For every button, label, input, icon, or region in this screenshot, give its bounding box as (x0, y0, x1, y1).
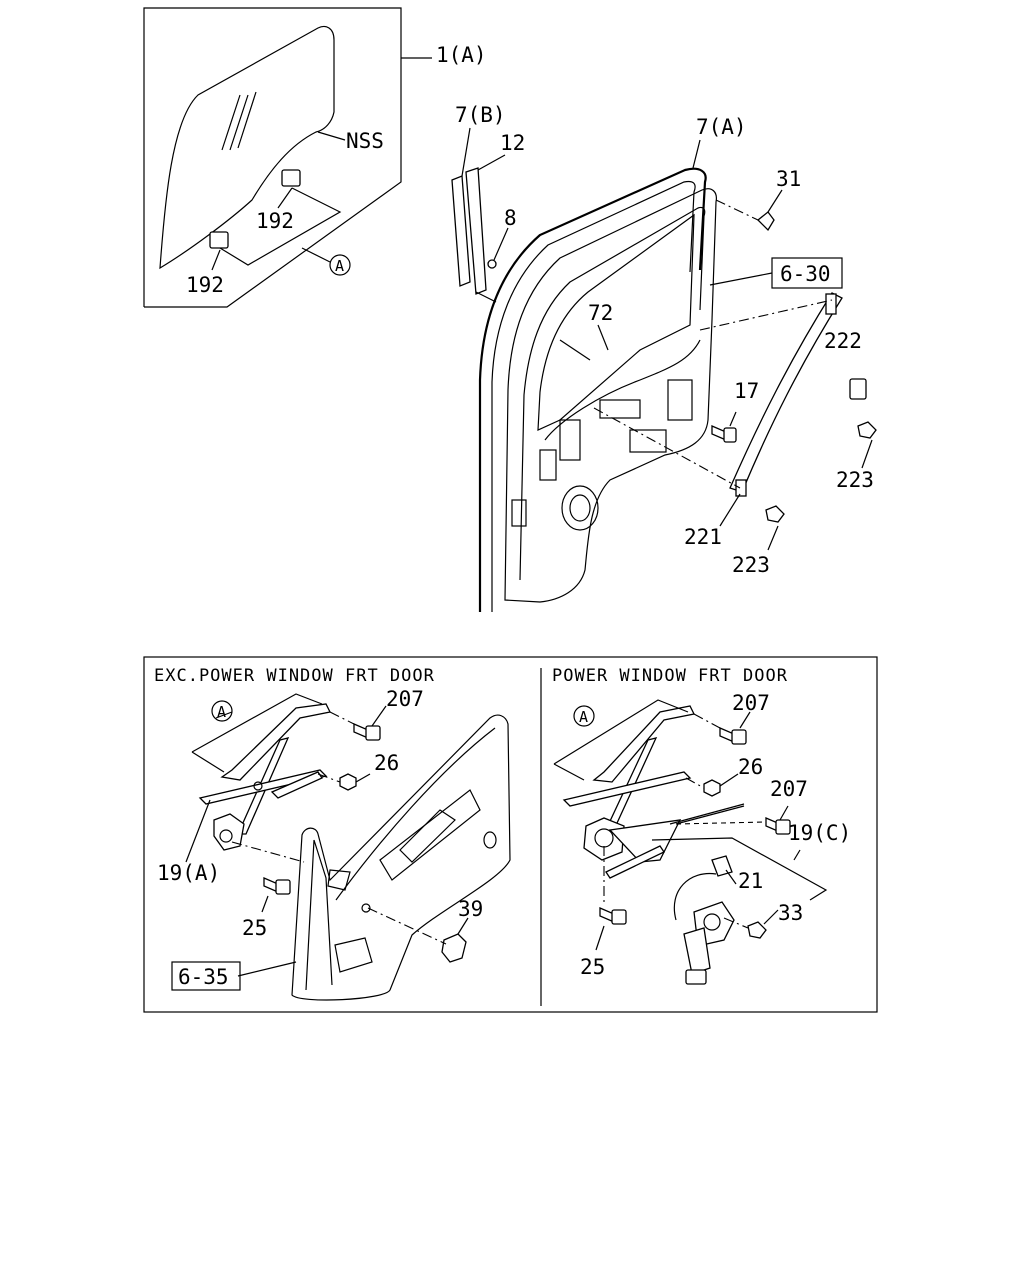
glass-clip-lower (209, 231, 229, 249)
manual-regulator-19a (198, 703, 331, 851)
screw-223-upper (857, 421, 877, 439)
label-222: 222 (824, 329, 862, 353)
label-nss: NSS (346, 129, 384, 153)
right-label-33: 33 (778, 901, 803, 925)
right-label-26: 26 (738, 755, 763, 779)
weatherstrip-7a (478, 167, 707, 612)
label-17: 17 (734, 379, 759, 403)
circle-a-letter: A (335, 257, 344, 275)
right-circle-a-letter: A (579, 708, 588, 726)
left-label-25: 25 (242, 916, 267, 940)
regulator-panel-frame (143, 656, 878, 1013)
label-223-lower: 223 (732, 553, 770, 577)
door-inner-panel (504, 188, 717, 603)
door-glass (159, 25, 335, 270)
door-handle-39 (441, 933, 467, 963)
right-circle-a (573, 705, 595, 727)
label-192-upper: 192 (256, 209, 294, 233)
screw-223-lower (765, 505, 785, 523)
motor-screw-33 (747, 921, 767, 939)
label-221: 221 (684, 525, 722, 549)
ref-6-30: 6-30 (780, 262, 831, 286)
sash-12 (465, 167, 487, 295)
label-31: 31 (776, 167, 801, 191)
door-assembly: 7(B) 12 8 7(A) 31 6-30 72 222 17 223 221… (451, 103, 877, 612)
door-trim-panel (291, 714, 511, 1001)
left-label-39: 39 (458, 897, 483, 921)
power-window-panel: POWER WINDOW FRT DOOR (552, 666, 851, 985)
label-192-lower: 192 (186, 273, 224, 297)
label-7a: 7(A) (696, 115, 747, 139)
header-exc-power-window: EXC.POWER WINDOW FRT DOOR (154, 666, 435, 686)
guide-rail-221 (729, 292, 843, 493)
clip-8 (487, 259, 497, 269)
glass-inset-frame (143, 7, 402, 308)
run-channel-7b (451, 175, 471, 287)
window-motor (683, 901, 735, 985)
ref-box-6-30 (771, 257, 843, 289)
left-nut-26 (339, 773, 357, 791)
screw-31 (757, 211, 775, 232)
label-12: 12 (500, 131, 525, 155)
circle-a-marker (329, 254, 351, 276)
speaker-hole (561, 485, 599, 531)
glass-clip-upper (281, 169, 301, 187)
right-nut-26 (703, 779, 721, 797)
window-opening (537, 213, 695, 431)
right-label-25: 25 (580, 955, 605, 979)
label-8: 8 (504, 206, 517, 230)
manual-window-panel: EXC.POWER WINDOW FRT DOOR (154, 666, 511, 1001)
left-circle-a (211, 700, 233, 722)
wire-harness-21 (673, 872, 717, 921)
label-223-upper: 223 (836, 468, 874, 492)
power-regulator-19c (562, 705, 695, 879)
left-circle-a-letter: A (217, 703, 226, 721)
left-label-19a: 19(A) (157, 861, 220, 885)
glass-inset: 1(A) NSS 192 192 A (143, 7, 487, 308)
ref-box-6-35 (171, 961, 241, 991)
header-power-window: POWER WINDOW FRT DOOR (552, 666, 788, 686)
label-1a: 1(A) (436, 43, 487, 67)
ref-6-35: 6-35 (178, 965, 229, 989)
label-7b: 7(B) (455, 103, 506, 127)
right-label-207-mid: 207 (770, 777, 808, 801)
label-72: 72 (588, 301, 613, 325)
right-label-19c: 19(C) (788, 821, 851, 845)
right-label-21: 21 (738, 869, 763, 893)
left-label-26: 26 (374, 751, 399, 775)
left-label-207: 207 (386, 687, 424, 711)
right-label-207-top: 207 (732, 691, 770, 715)
cap-222 (849, 378, 867, 400)
